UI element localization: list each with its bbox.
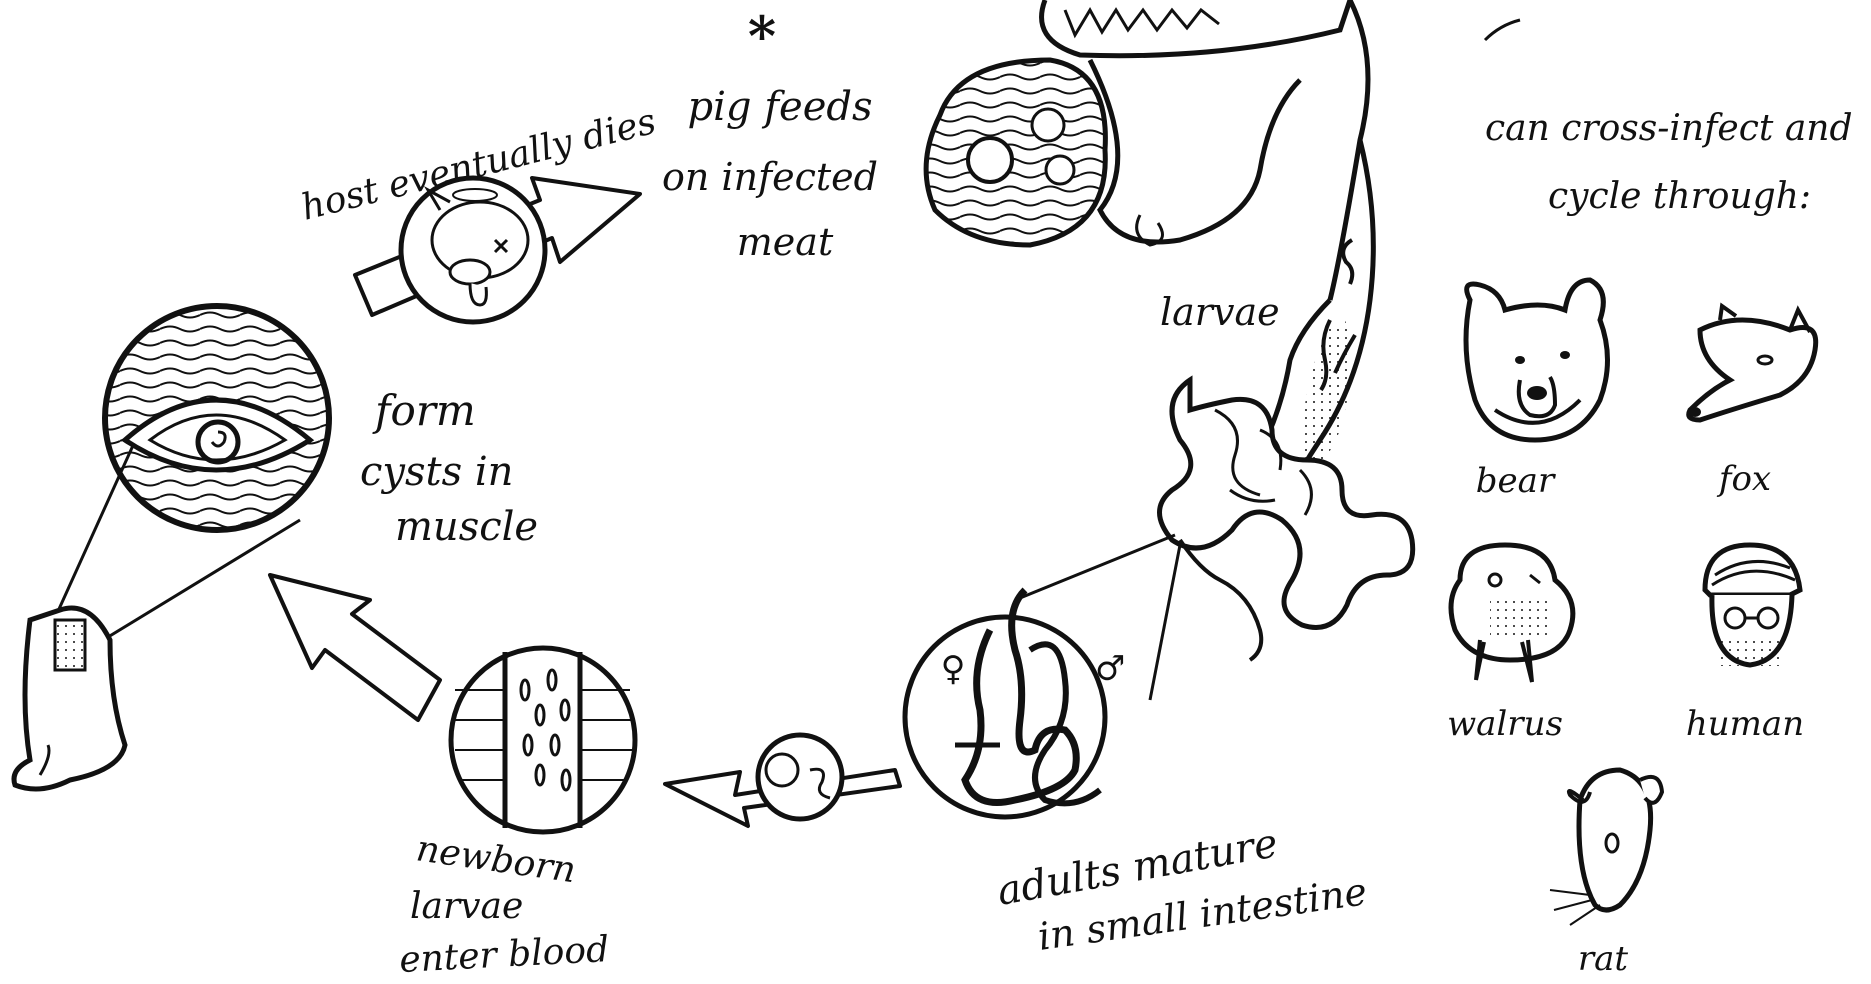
female-symbol: ♀ [941,649,966,689]
fox-label: fox [1716,459,1771,499]
bear-label: bear [1476,461,1556,501]
asterisk-mark: * [748,4,776,68]
walrus-label: walrus [1447,704,1563,744]
to-muscle-arrow [270,575,440,720]
larvae-label: larvae [1160,290,1280,334]
fox-face-icon [1689,306,1816,420]
human-label: human [1686,704,1804,744]
newborn-larvae-line-2: larvae [410,886,523,927]
newborn-larvae-line-1: newborn [414,828,579,891]
newborn-larvae-label: newborn larvae enter blood [398,828,610,981]
form-cysts-line-2: cysts in [360,449,513,495]
form-cysts-label: form cysts in muscle [360,386,538,550]
pig-feeds-label: pig feeds on infected meat [662,84,878,264]
bear-face-icon [1466,280,1608,440]
cross-infect-heading-line-1: can cross-infect and [1485,108,1853,149]
pig-feeds-line-3: meat [737,220,834,264]
small-intestine-illustration [1160,380,1413,660]
dead-pig-icon [401,178,545,322]
pig-hoof-icon [14,608,125,789]
walrus-face-icon [1451,545,1573,682]
adults-mature-label: adults mature in small intestine [994,820,1370,959]
form-cysts-line-1: form [372,386,476,435]
adult-worms-circle-icon: ♀ ♂ [905,590,1125,817]
newborn-larvae-line-3: enter blood [398,929,610,981]
pig-feeds-line-2: on infected [662,155,878,199]
decorative-stroke [1485,20,1520,40]
infected-meat-icon [926,60,1105,245]
egg-larva-icon [758,735,842,819]
cross-infect-panel: can cross-infect and cycle through: bear… [1447,108,1852,979]
human-face-icon [1705,545,1800,666]
blood-vessel-circle-icon [451,648,635,832]
form-cysts-line-3: muscle [395,504,538,550]
male-symbol: ♂ [1095,649,1125,689]
muscle-cyst-circle-icon [105,306,329,530]
pig-feeds-line-1: pig feeds [688,84,873,130]
rat-label: rat [1578,939,1629,979]
cross-infect-heading-line-2: cycle through: [1548,176,1811,217]
rat-face-icon [1550,770,1662,925]
